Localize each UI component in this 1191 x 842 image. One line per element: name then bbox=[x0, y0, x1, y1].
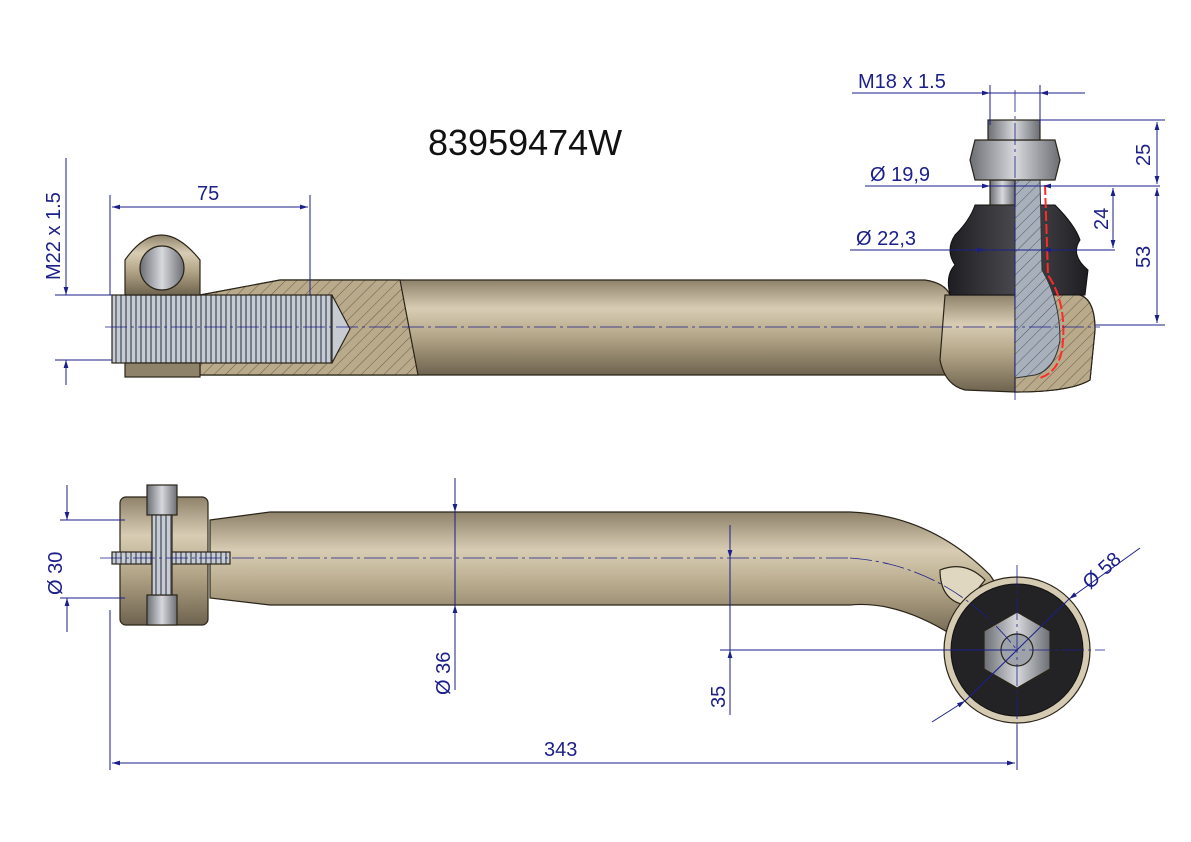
dim-offset: 35 bbox=[708, 686, 730, 708]
dim-left-thread: M22 x 1.5 bbox=[43, 192, 65, 280]
threaded-end bbox=[111, 294, 333, 364]
dim-overall-length: 343 bbox=[544, 739, 577, 761]
dim-taper-height: 24 bbox=[1091, 208, 1113, 230]
clamp-bolt bbox=[139, 245, 185, 291]
part-number: 83959474W bbox=[428, 122, 622, 163]
tube bbox=[209, 511, 1001, 641]
top-view bbox=[105, 90, 1100, 400]
dim-stud-diameter-base: Ø 22,3 bbox=[856, 228, 916, 250]
dim-stud-height: 25 bbox=[1133, 144, 1155, 166]
dim-tube-diameter: Ø 36 bbox=[433, 652, 455, 695]
dim-stud-diameter-top: Ø 19,9 bbox=[870, 164, 930, 186]
ball-stud-section bbox=[1014, 179, 1061, 379]
clamp-nut-bottom bbox=[146, 594, 178, 626]
side-view bbox=[100, 484, 1105, 740]
dim-thread-length: 75 bbox=[197, 183, 219, 205]
clamp-nut-top bbox=[146, 484, 178, 516]
stud-tip bbox=[987, 119, 1041, 141]
dim-stud-thread: M18 x 1.5 bbox=[858, 71, 946, 93]
dim-stud-total-height: 53 bbox=[1133, 246, 1155, 268]
dim-clamp-diameter: Ø 30 bbox=[45, 552, 67, 595]
